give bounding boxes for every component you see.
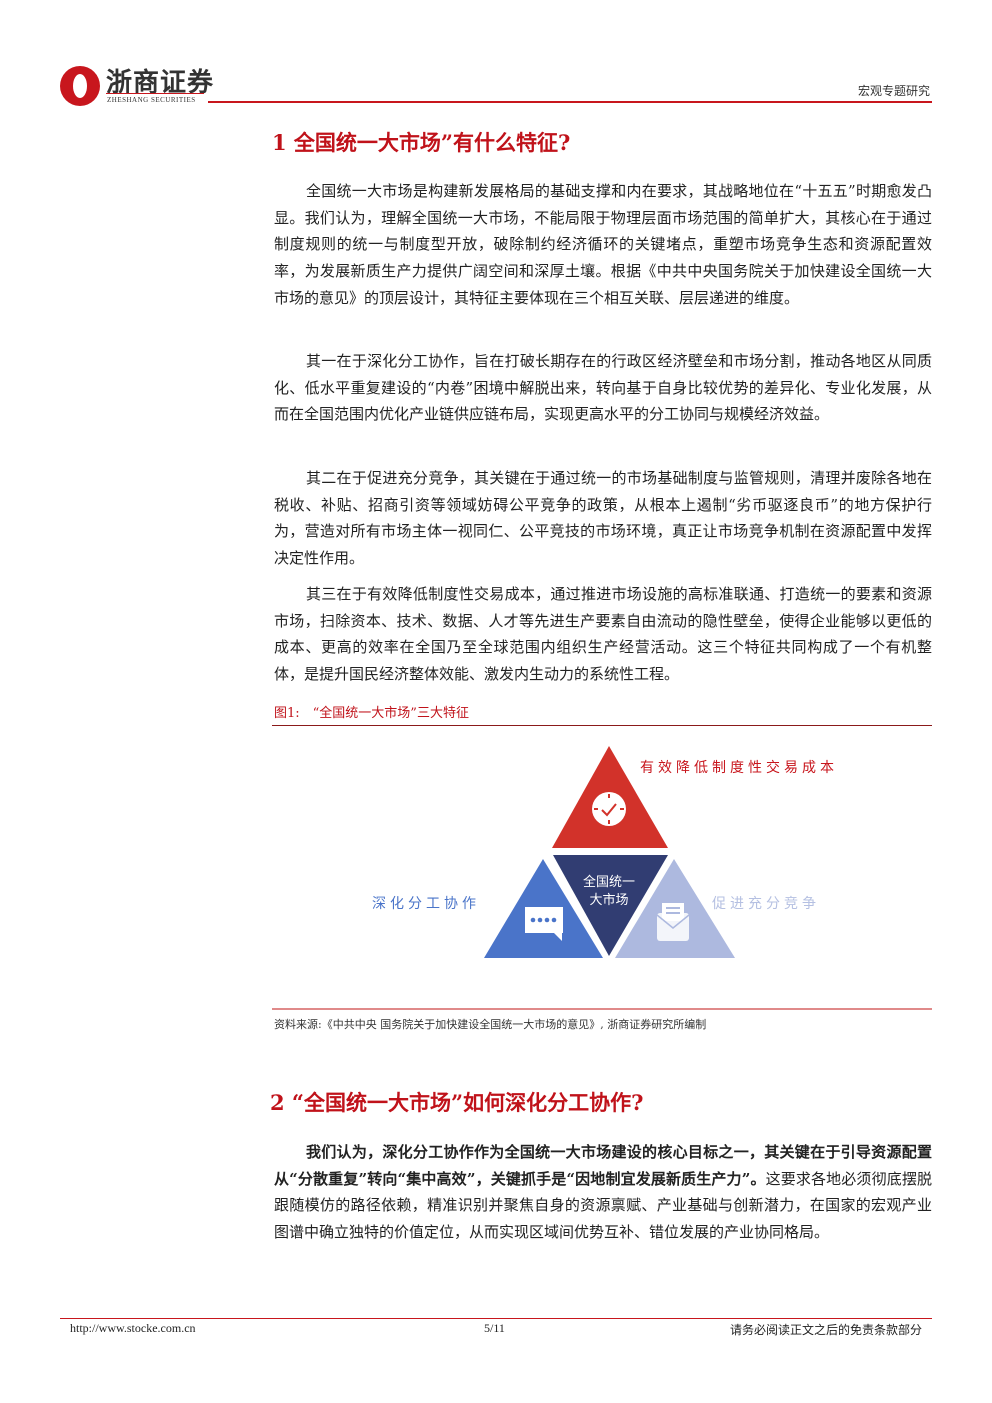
logo-english-name: ZHESHANG SECURITIES (107, 96, 196, 104)
section-1-title: 1 全国统一大市场”有什么特征? (272, 130, 571, 155)
center-label: 全国统一 大市场 (579, 874, 639, 910)
label-deepen-division-of-labor: 深化分工协作 (372, 896, 480, 912)
center-label-line: 全国统一 (582, 875, 635, 890)
disclaimer-note: 请务必阅读正文之后的免责条款部分 (729, 1323, 922, 1337)
section-2-title: 2 “全国统一大市场”如何深化分工协作? (270, 1090, 644, 1115)
logo-divider (106, 93, 204, 94)
clock-icon (592, 792, 626, 826)
figure-caption: 图1: “全国统一大市场”三大特征 (274, 706, 469, 721)
paragraph: 全国统一大市场是构建新发展格局的基础支撑和内在要求，其战略地位在“十五五”时期愈… (274, 182, 932, 307)
label-reduce-transaction-cost: 有效降低制度性交易成本 (640, 760, 838, 776)
three-features-diagram (484, 746, 735, 958)
footer-divider (60, 1318, 932, 1319)
figure-source: 资料来源:《中共中央 国务院关于加快建设全国统一大市场的意见》, 浙商证券研究所… (274, 1018, 707, 1031)
website-link[interactable]: http://www.stocke.com.cn (70, 1321, 196, 1335)
paragraph: 其三在于有效降低制度性交易成本，通过推进市场设施的高标准联通、打造统一的要素和资… (274, 585, 932, 684)
envelope-icon (656, 903, 690, 941)
triangle-center (553, 855, 668, 956)
paragraph-text: 这要求各地必须彻底摆脱跟随模仿的路径依赖，精准识别并聚焦自身的资源禀赋、产业基础… (274, 1169, 932, 1242)
report-category: 宏观专题研究 (857, 84, 930, 98)
chat-bubble-icon (525, 907, 563, 941)
paragraph: 其一在于深化分工协作，旨在打破长期存在的行政区经济壁垒和市场分割，推动各地区从同… (274, 352, 932, 424)
page-number: 5/11 (484, 1321, 505, 1335)
center-label-line: 大市场 (589, 893, 629, 908)
paragraph: 我们认为，深化分工协作作为全国统一大市场建设的核心目标之一，其关键在于引导资源配… (274, 1139, 932, 1246)
header-divider (208, 101, 932, 103)
paragraph: 其二在于促进充分竞争，其关键在于通过统一的市场基础制度与监管规则，清理并废除各地… (274, 469, 932, 568)
label-promote-competition: 促进充分竞争 (712, 896, 820, 912)
company-logo-icon (60, 66, 100, 106)
source-divider (272, 1008, 932, 1010)
key-conclusion: 我们认为，深化分工协作作为全国统一大市场建设的核心目标之一，其关键在于引导资源配… (274, 1143, 932, 1188)
caption-divider (272, 725, 932, 726)
